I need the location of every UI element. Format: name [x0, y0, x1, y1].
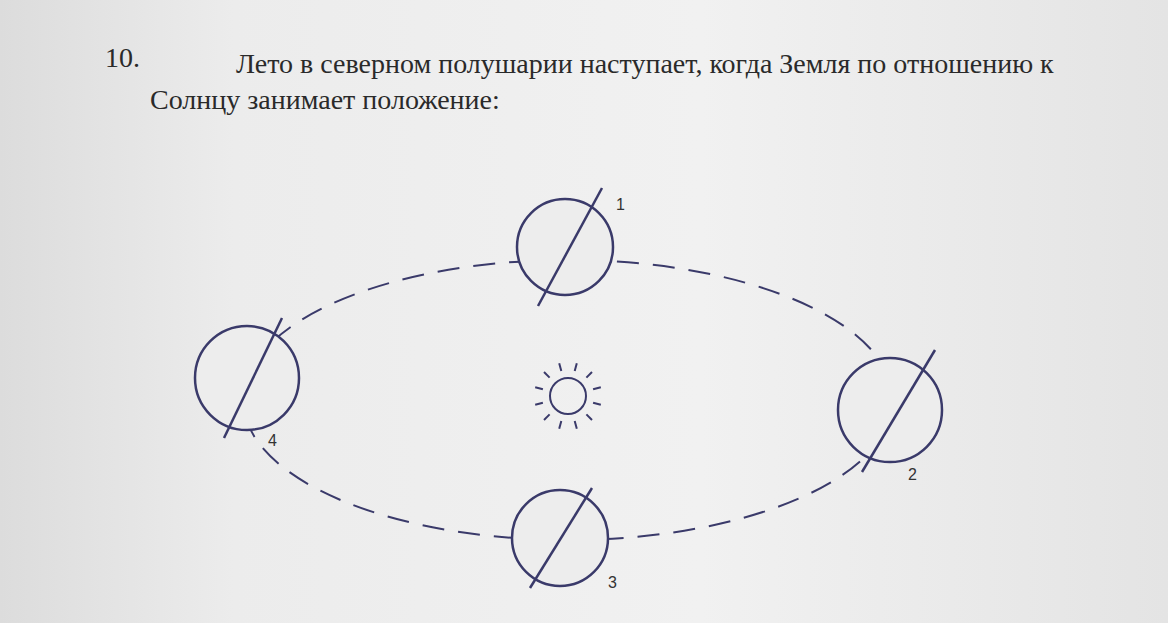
sun-symbol [535, 363, 601, 429]
callout-number: 3 [608, 574, 617, 592]
callout-number: 1 [616, 196, 625, 214]
question-text: Лето в северном полушарии наступает, ког… [150, 46, 1140, 118]
question-number: 10. [105, 42, 140, 74]
earth-positions [195, 188, 942, 588]
callout-number: 4 [268, 432, 277, 450]
callout-number: 2 [908, 466, 917, 484]
